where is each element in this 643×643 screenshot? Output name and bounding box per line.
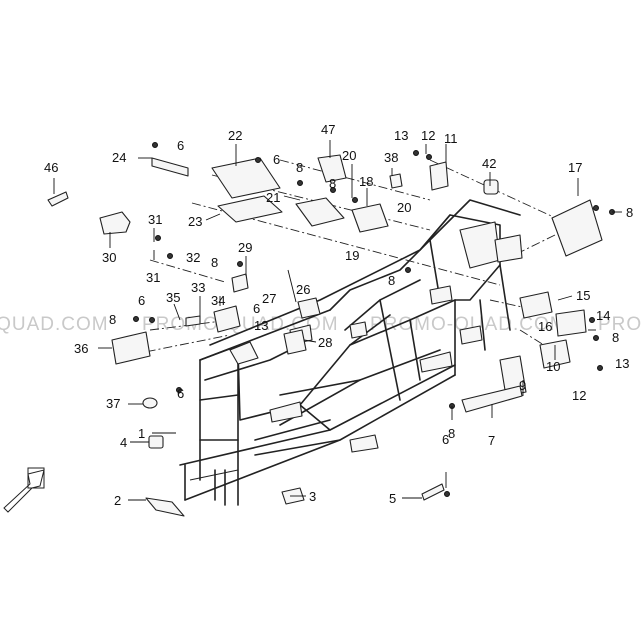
callout-33: 33 <box>191 280 205 295</box>
callout-8h: 8 <box>612 330 619 345</box>
part-mount-15 <box>519 291 553 319</box>
main-frame <box>179 199 523 506</box>
part-bracket-46 <box>47 191 69 207</box>
part-bracket-26 <box>297 297 321 319</box>
callout-7: 7 <box>488 433 495 448</box>
part-mount-36 <box>111 331 151 365</box>
watermark-text-1: PROMO-QUAD.COM <box>0 314 109 335</box>
part-clamp-4 <box>148 435 164 449</box>
part-plate-24 <box>151 157 189 177</box>
part-hitch-7 <box>461 385 523 413</box>
callout-46: 46 <box>44 160 58 175</box>
callout-8b: 8 <box>329 176 336 191</box>
part-bracket-28 <box>283 329 307 355</box>
callout-31b: 31 <box>146 270 160 285</box>
callout-31a: 31 <box>148 212 162 227</box>
part-bracket-34 <box>213 305 241 333</box>
callout-37: 37 <box>106 396 120 411</box>
front-direction-arrow-icon <box>3 467 45 513</box>
callout-23: 23 <box>188 214 202 229</box>
callout-18: 18 <box>359 174 373 189</box>
callout-38: 38 <box>384 150 398 165</box>
part-bracket-2 <box>145 497 185 517</box>
part-bushing-42 <box>483 179 499 195</box>
callout-34: 34 <box>211 293 225 308</box>
part-rod-33 <box>185 315 201 327</box>
callout-13b: 13 <box>254 318 268 333</box>
callout-29: 29 <box>238 240 252 255</box>
callout-22: 22 <box>228 128 242 143</box>
callout-6c: 6 <box>138 293 145 308</box>
callout-16: 16 <box>538 319 552 334</box>
part-bushing-37 <box>142 397 158 409</box>
part-bracket-19 <box>351 203 389 233</box>
callout-20a: 20 <box>342 148 356 163</box>
part-bracket-29 <box>231 273 249 293</box>
callouts: 1 2 3 4 5 6 6 6 6 6 6 7 8 8 8 8 8 8 8 8 … <box>44 122 633 508</box>
part-bracket-11 <box>429 161 449 191</box>
callout-8g: 8 <box>626 205 633 220</box>
callout-3: 3 <box>309 489 316 504</box>
part-plate-21 <box>295 197 345 227</box>
callout-6b: 6 <box>273 152 280 167</box>
part-strap-47 <box>317 154 347 183</box>
callout-1: 1 <box>138 426 145 441</box>
parts <box>47 154 603 517</box>
part-bracket-16 <box>555 309 587 337</box>
watermark-text-4: PROMO-QUAD.COM <box>598 314 643 335</box>
callout-5: 5 <box>389 491 396 506</box>
watermark-text-3: PROMO-QUAD.COM <box>370 314 567 335</box>
callout-6d: 6 <box>253 301 260 316</box>
callout-20b: 20 <box>397 200 411 215</box>
callout-26: 26 <box>296 282 310 297</box>
callout-6a: 6 <box>177 138 184 153</box>
callout-15: 15 <box>576 288 590 303</box>
callout-21: 21 <box>266 190 280 205</box>
callout-28: 28 <box>318 335 332 350</box>
callout-4: 4 <box>120 435 127 450</box>
callout-8d: 8 <box>388 273 395 288</box>
callout-2: 2 <box>114 493 121 508</box>
callout-36: 36 <box>74 341 88 356</box>
part-bracket-30 <box>99 211 131 235</box>
callout-12a: 12 <box>421 128 435 143</box>
part-grid-17 <box>551 199 603 257</box>
callout-13c: 13 <box>615 356 629 371</box>
callout-14: 14 <box>596 308 610 323</box>
part-plate-22 <box>211 157 281 199</box>
leader-lines <box>53 140 622 501</box>
callout-13a: 13 <box>394 128 408 143</box>
callout-17: 17 <box>568 160 582 175</box>
callout-10: 10 <box>546 359 560 374</box>
callout-47: 47 <box>321 122 335 137</box>
callout-6e: 6 <box>177 386 184 401</box>
callout-24: 24 <box>112 150 126 165</box>
callout-6f: 6 <box>442 432 449 447</box>
callout-42: 42 <box>482 156 496 171</box>
part-bolt-5 <box>421 483 445 501</box>
fasteners <box>133 142 615 497</box>
callout-8e: 8 <box>109 312 116 327</box>
callout-11: 11 <box>444 131 458 146</box>
callout-8c: 8 <box>211 255 218 270</box>
part-pin-38 <box>389 173 403 189</box>
callout-35: 35 <box>166 290 180 305</box>
callout-30: 30 <box>102 250 116 265</box>
callout-12b: 12 <box>572 388 586 403</box>
part-plate-23 <box>217 195 283 223</box>
callout-32: 32 <box>186 250 200 265</box>
callout-8a: 8 <box>296 160 303 175</box>
callout-27: 27 <box>262 291 276 306</box>
callout-8f: 8 <box>448 426 455 441</box>
callout-9: 9 <box>519 378 526 393</box>
callout-19: 19 <box>345 248 359 263</box>
